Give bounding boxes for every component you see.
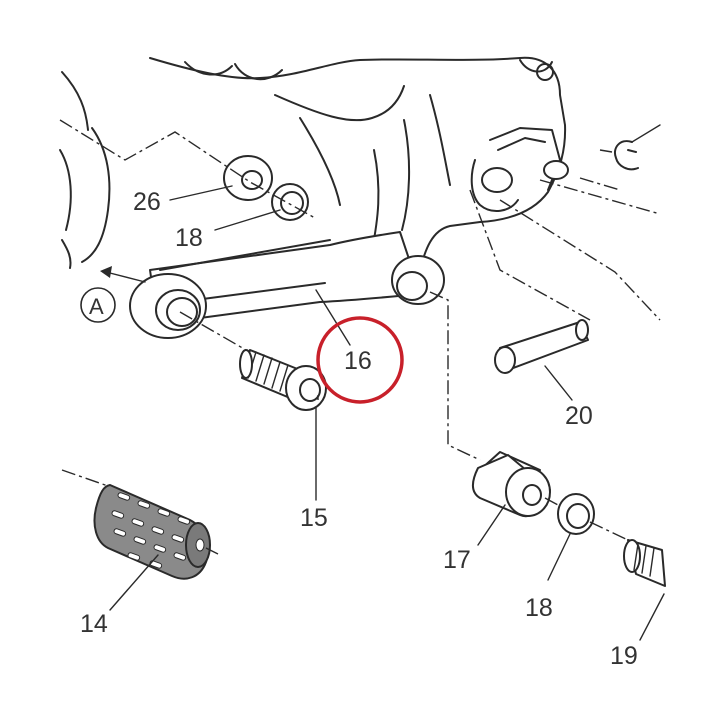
o-ring-18-upper <box>271 183 309 221</box>
bolt-15 <box>239 349 327 411</box>
frame-hole <box>481 167 513 193</box>
leader-lines <box>109 124 665 641</box>
lever-eye-left <box>129 273 207 339</box>
callout-18-upper: 18 <box>175 224 203 252</box>
callout-14: 14 <box>80 610 108 638</box>
frame-hole-2 <box>543 160 569 180</box>
circlip <box>614 140 639 171</box>
callout-15: 15 <box>300 504 328 532</box>
bolt-19 <box>623 539 666 587</box>
assembly-axes <box>59 119 661 555</box>
lever-arm <box>149 231 441 320</box>
callout-20: 20 <box>565 402 593 430</box>
callout-17: 17 <box>443 546 471 574</box>
washer-26 <box>223 155 273 201</box>
callout-26: 26 <box>133 188 161 216</box>
o-ring-18-lower <box>557 493 595 535</box>
pivot-bushing <box>391 255 445 305</box>
view-a-letter: A <box>89 294 104 319</box>
view-a-circle <box>80 287 116 323</box>
callout-19: 19 <box>610 642 638 670</box>
footrest-rubber-14 <box>93 483 211 580</box>
view-a-marker <box>80 266 146 323</box>
highlight-circle-16 <box>316 316 404 404</box>
spacer-17 <box>472 451 551 518</box>
callout-16: 16 <box>344 347 372 375</box>
frame-bracket <box>59 56 567 271</box>
callout-18-lower: 18 <box>525 594 553 622</box>
pin-20 <box>494 319 589 374</box>
